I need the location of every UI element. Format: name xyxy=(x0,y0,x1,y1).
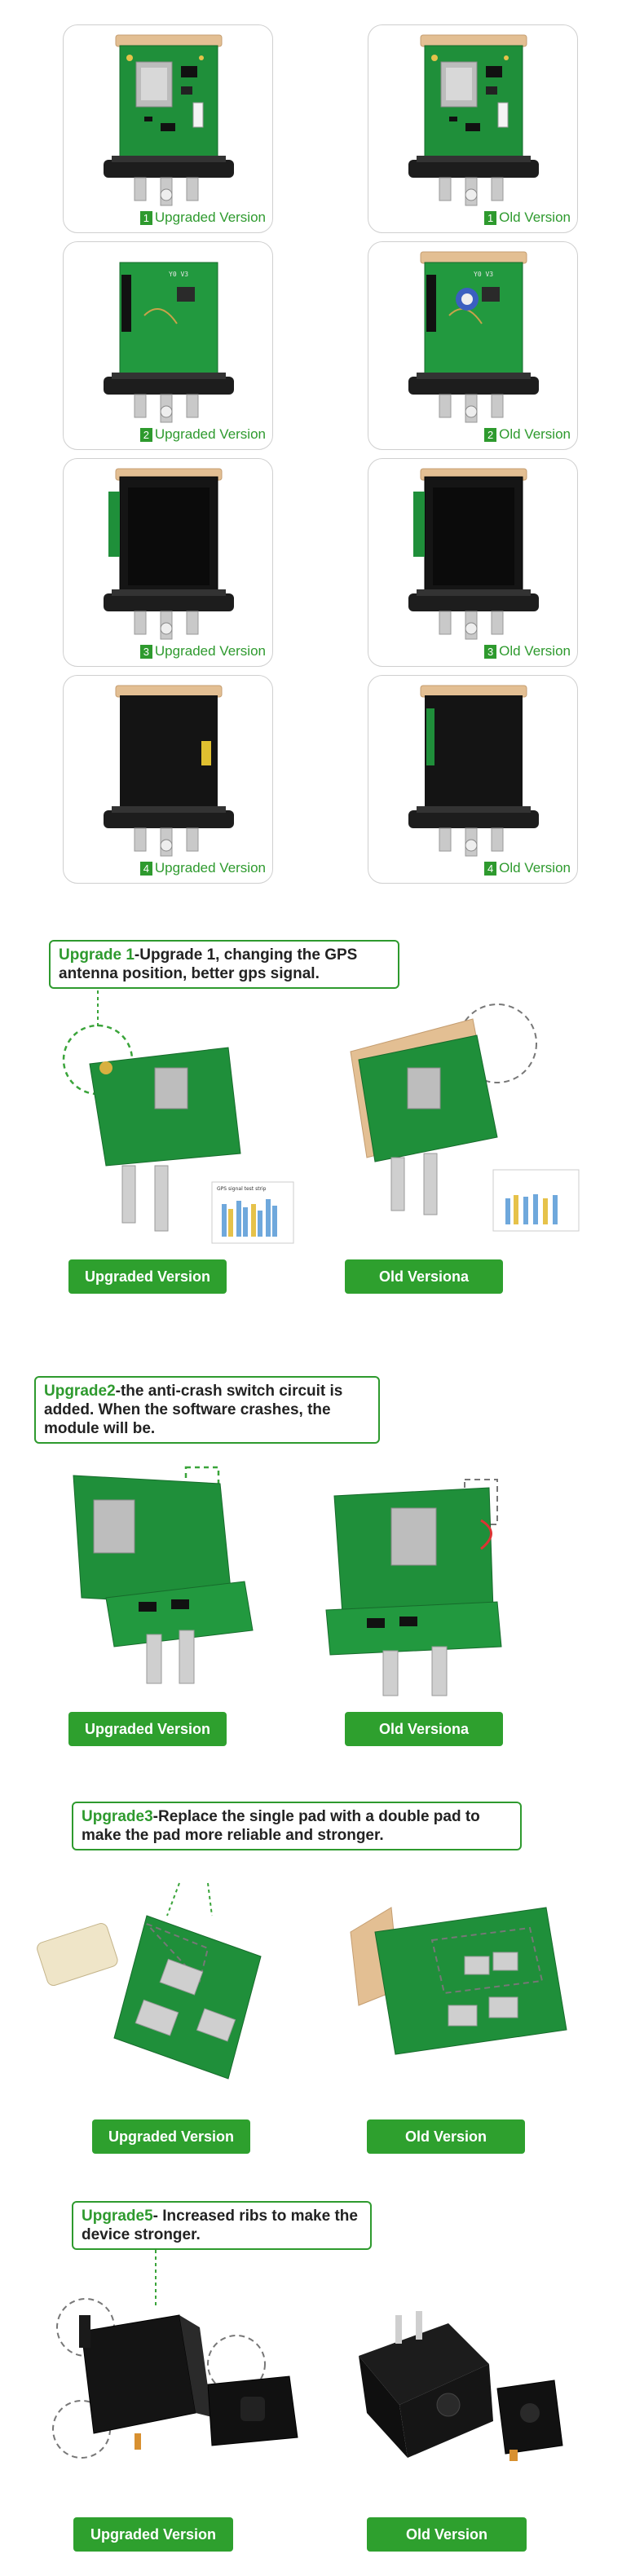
upgrade3-upgraded-photo xyxy=(37,1882,262,2080)
upgrade1-title: Upgrade 1 xyxy=(59,946,135,964)
upgrade5-old-button[interactable]: Old Version xyxy=(367,2517,527,2552)
device-photo xyxy=(408,685,540,857)
upgrade1-old-button[interactable]: Old Versiona xyxy=(345,1259,503,1294)
upgrade2-text: -the anti-crash switch circuit is added.… xyxy=(44,1383,343,1437)
version-number: 2 xyxy=(139,427,152,442)
version-label: 1 Old Version xyxy=(484,210,571,226)
comparison-card-upgraded-2: 2 Upgraded Version xyxy=(63,241,273,450)
upgrade3-callout: Upgrade3-Replace the single pad with a d… xyxy=(72,1802,522,1850)
upgrade1-upgraded-button[interactable]: Upgraded Version xyxy=(68,1259,227,1294)
upgrade5-old-photo xyxy=(359,2311,563,2461)
version-label: 1 Upgraded Version xyxy=(139,210,266,226)
version-text: Old Version xyxy=(499,426,571,442)
device-photo xyxy=(408,468,540,640)
device-photo xyxy=(103,262,235,423)
upgrade5-title: Upgrade5 xyxy=(82,2208,153,2225)
version-label: 4 Upgraded Version xyxy=(139,860,266,876)
version-text: Upgraded Version xyxy=(154,426,266,442)
upgrade3-old-photo xyxy=(350,1907,567,2055)
device-photo xyxy=(408,34,540,206)
comparison-card-upgraded-3: 3 Upgraded Version xyxy=(63,458,273,667)
upgrade2-upgraded-button[interactable]: Upgraded Version xyxy=(68,1712,227,1746)
comparison-card-old-3: 3 Old Version xyxy=(368,458,578,667)
version-number: 2 xyxy=(484,427,497,442)
version-text: Old Version xyxy=(499,210,571,225)
upgrade5-upgraded-button[interactable]: Upgraded Version xyxy=(73,2517,233,2552)
version-label: 3 Old Version xyxy=(484,643,571,659)
upgrade2-upgraded-photo xyxy=(73,1466,254,1684)
comparison-card-old-1: 1 Old Version xyxy=(368,24,578,233)
upgrade5-callout: Upgrade5- Increased ribs to make the dev… xyxy=(72,2201,372,2250)
comparison-card-upgraded-4: 4 Upgraded Version xyxy=(63,675,273,884)
version-number: 1 xyxy=(139,210,152,225)
upgrade2-callout: Upgrade2-the anti-crash switch circuit i… xyxy=(34,1376,380,1444)
upgrade1-chart-title: GPS signal test strip xyxy=(217,1186,267,1192)
upgrade1-callout: Upgrade 1-Upgrade 1, changing the GPS an… xyxy=(49,940,399,989)
version-label: 2 Upgraded Version xyxy=(139,426,266,443)
device-photo xyxy=(408,251,540,423)
upgrade3-text: -Replace the single pad with a double pa… xyxy=(82,1808,480,1844)
device-photo xyxy=(103,685,235,857)
comparison-card-old-2: 2 Old Version xyxy=(368,241,578,450)
version-label: 3 Upgraded Version xyxy=(139,643,266,659)
version-number: 4 xyxy=(484,861,497,876)
version-number: 4 xyxy=(139,861,152,876)
device-photo xyxy=(103,34,235,206)
upgrade3-upgraded-button[interactable]: Upgraded Version xyxy=(92,2119,250,2154)
upgrade5-upgraded-photo xyxy=(52,2250,298,2459)
version-text: Upgraded Version xyxy=(154,210,266,225)
upgrade2-title: Upgrade2 xyxy=(44,1383,116,1400)
upgrade1-old-photo xyxy=(350,1003,580,1232)
version-label: 2 Old Version xyxy=(484,426,571,443)
upgrade2-old-button[interactable]: Old Versiona xyxy=(345,1712,503,1746)
version-text: Upgraded Version xyxy=(154,860,266,876)
upgrade3-old-button[interactable]: Old Version xyxy=(367,2119,525,2154)
upgrade1-upgraded-photo: GPS signal test strip xyxy=(62,990,294,1244)
version-text: Old Version xyxy=(499,860,571,876)
version-label: 4 Old Version xyxy=(484,860,571,876)
version-text: Old Version xyxy=(499,643,571,659)
version-number: 1 xyxy=(484,210,497,225)
comparison-card-old-4: 4 Old Version xyxy=(368,675,578,884)
comparison-card-upgraded-1: 1 Upgraded Version xyxy=(63,24,273,233)
version-number: 3 xyxy=(484,644,497,659)
version-number: 3 xyxy=(139,644,152,659)
version-text: Upgraded Version xyxy=(154,643,266,659)
upgrade5-text: - Increased ribs to make the device stro… xyxy=(82,2208,358,2243)
upgrade3-title: Upgrade3 xyxy=(82,1808,153,1825)
upgrade2-old-photo xyxy=(325,1479,502,1696)
device-photo xyxy=(103,468,235,640)
upgrade1-text: -Upgrade 1, changing the GPS antenna pos… xyxy=(59,946,358,982)
